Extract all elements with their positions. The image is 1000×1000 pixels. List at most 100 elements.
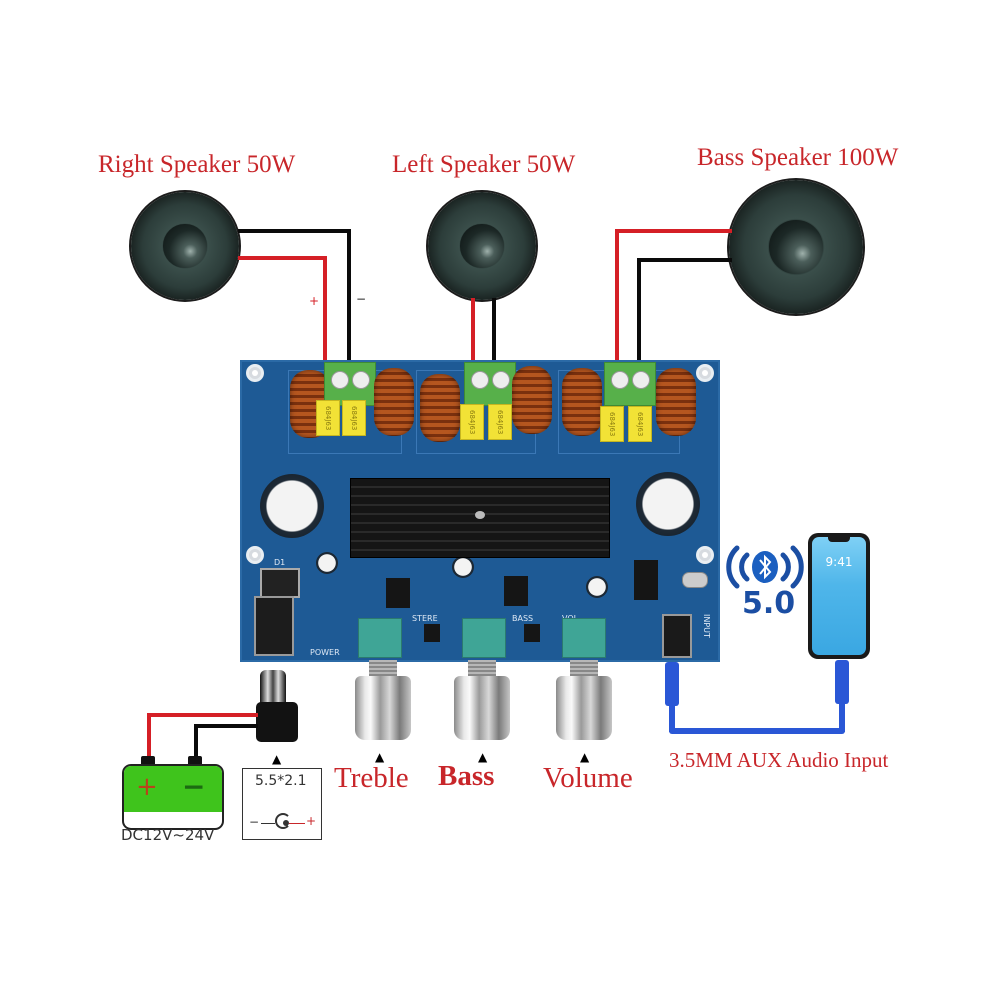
volume-label: Volume [543,762,633,794]
aux-cable-left [669,704,675,732]
treble-label: Treble [334,762,409,794]
silk-bass: BASS [512,614,534,623]
mount-hole-icon [696,364,714,382]
power-dc-jack[interactable] [254,596,294,656]
inductor-coil [562,368,602,436]
treble-shaft [369,660,397,676]
ic-chip [386,578,410,608]
battery-minus-wire-vertical [194,724,198,761]
ic-chip [504,576,528,606]
aux-input-jack[interactable] [662,614,692,658]
film-capacitor: 684J63 [460,404,484,440]
diode-d1 [260,568,300,598]
film-capacitor: 684J63 [316,400,340,436]
left-minus-wire [492,298,496,378]
polarity-symbol-icon [275,813,291,829]
right-plus-wire [238,256,326,260]
aux-cable-right [839,704,845,732]
inductor-coil [512,366,552,434]
volume-knob[interactable] [556,676,612,740]
phone-time: 9:41 [825,555,853,569]
aux-input-label: 3.5MM AUX Audio Input [669,748,889,772]
bass-speaker-icon [729,180,863,314]
battery-minus-wire [194,724,258,728]
mount-hole-icon [696,546,714,564]
ic-chip [524,624,540,642]
bluetooth-chip [634,560,658,600]
bass-minus-wire-vertical [637,258,641,378]
volume-arrow-icon: ▲ [580,750,590,764]
treble-knob[interactable] [355,676,411,740]
jack-size-label: 5.5*2.1 [255,773,307,789]
mount-hole-icon [246,364,264,382]
bass-potentiometer [462,618,506,658]
silk-stereo: STERE [412,614,438,623]
silk-d1: D1 [274,558,286,567]
small-capacitor [452,556,474,578]
heatsink [350,478,610,558]
electrolytic-capacitor [636,472,700,536]
electrolytic-capacitor [260,474,324,538]
aux-cable [669,728,845,734]
plus-sign: + [309,294,320,308]
polarity-plus: + [306,814,317,828]
battery-terminal-minus [188,756,202,766]
bass-shaft [468,660,496,676]
small-capacitor [586,576,608,598]
jack-arrow-icon: ▲ [272,752,282,766]
film-capacitor: 684J63 [342,400,366,436]
right-speaker-icon [131,192,239,300]
right-minus-wire-vertical [347,229,351,377]
battery-plus-sign: + [136,772,158,802]
left-speaker-icon [428,192,536,300]
minus-sign: − [356,292,367,306]
battery-plus-wire [147,713,258,717]
battery-minus-sign: − [182,770,206,803]
silk-power: POWER [310,648,340,657]
film-capacitor: 684J63 [488,404,512,440]
treble-arrow-icon: ▲ [375,750,385,764]
battery-terminal-plus [141,756,155,766]
aux-plug-left [665,662,679,706]
bass-arrow-icon: ▲ [478,750,488,764]
bass-speaker-terminal [604,362,656,406]
crystal-oscillator [682,572,708,588]
right-minus-wire [238,229,350,233]
polarity-minus: − [249,815,260,829]
inductor-coil [374,368,414,436]
volume-potentiometer [562,618,606,658]
bass-plus-wire-vertical [615,229,619,378]
inductor-coil [420,374,460,442]
left-speaker-label: Left Speaker 50W [392,151,576,178]
jack-spec-box: 5.5*2.1 − + [242,768,322,840]
bass-knob[interactable] [454,676,510,740]
right-plus-wire-vertical [323,256,327,377]
aux-plug-right [835,660,849,704]
bass-label: Bass [438,760,495,792]
battery-icon: + − [122,764,224,830]
bass-minus-wire [637,258,732,262]
film-capacitor: 684J63 [628,406,652,442]
amplifier-board: 684J63 684J63 684J63 684J63 684J63 684J6… [240,360,720,662]
bass-speaker-label: Bass Speaker 100W [697,144,899,171]
left-plus-wire [471,298,475,378]
mount-hole-icon [246,546,264,564]
silk-input: INPUT [702,614,711,638]
smartphone: 9:41 [808,533,870,659]
right-speaker-terminal [324,362,376,406]
inductor-coil [656,368,696,436]
left-speaker-terminal [464,362,516,406]
treble-potentiometer [358,618,402,658]
bluetooth-version: 5.0 [742,586,796,621]
film-capacitor: 684J63 [600,406,624,442]
dc-plug-tip [260,670,286,704]
dc-plug-icon [256,702,298,742]
right-speaker-label: Right Speaker 50W [98,151,296,178]
volume-shaft [570,660,598,676]
battery-plus-wire-vertical [147,713,151,761]
small-capacitor [316,552,338,574]
ic-chip [424,624,440,642]
phone-screen: 9:41 [812,537,866,655]
battery-voltage-label: DC12V~24V [121,826,215,844]
bluetooth-signal-icon [725,544,805,590]
